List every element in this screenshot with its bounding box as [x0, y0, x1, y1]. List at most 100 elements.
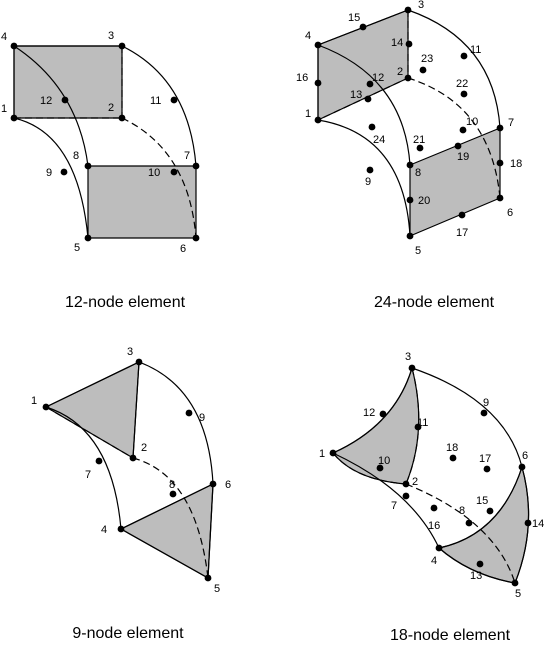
edge [332, 367, 413, 454]
node-label-p12-2: 2 [108, 102, 114, 114]
node-p24-14 [405, 40, 413, 48]
node-label-p12-1: 1 [1, 103, 7, 115]
node-label-p12-5: 5 [74, 242, 80, 254]
node-p18-12 [379, 410, 387, 418]
node-p18-14 [524, 519, 532, 527]
node-label-p24-18: 18 [510, 158, 522, 170]
node-label-p18-12: 12 [363, 407, 375, 419]
curved-edge [317, 119, 411, 237]
node-p18-18 [449, 454, 457, 462]
node-p24-5 [406, 232, 414, 240]
node-p24-1 [314, 116, 322, 124]
node-p12-9 [60, 168, 68, 176]
node-label-p24-9: 9 [365, 176, 371, 188]
node-label-p12-12: 12 [40, 95, 52, 107]
curved-edge [411, 367, 523, 468]
node-label-p9-3: 3 [127, 346, 133, 358]
node-label-p18-2: 2 [412, 476, 418, 488]
node-p12-10 [170, 168, 178, 176]
node-p24-2 [404, 74, 412, 82]
front-face-12 [13, 45, 123, 119]
node-p9-7 [95, 457, 103, 465]
node-p18-1 [329, 449, 337, 457]
node-p18-15 [486, 507, 494, 515]
node-p12-1 [10, 114, 18, 122]
node-label-p24-5: 5 [415, 245, 421, 257]
node-label-p12-6: 6 [180, 243, 186, 255]
node-p18-8 [465, 519, 473, 527]
curved-edge [138, 361, 214, 485]
node-label-p24-7: 7 [508, 117, 514, 129]
curved-edge [407, 9, 501, 129]
node-label-p12-4: 4 [1, 31, 7, 43]
node-label-p24-22: 22 [456, 78, 468, 90]
node-label-p18-8: 8 [459, 505, 465, 517]
node-label-p24-6: 6 [507, 207, 513, 219]
node-p18-7 [402, 492, 410, 500]
node-label-p24-23: 23 [421, 53, 433, 65]
node-label-p24-8: 8 [415, 167, 421, 179]
node-markers [10, 6, 532, 587]
node-label-p24-14: 14 [391, 37, 403, 49]
node-label-p24-21: 21 [413, 134, 425, 146]
node-label-p24-1: 1 [305, 108, 311, 120]
node-p18-5 [511, 579, 519, 587]
node-p12-5 [84, 234, 92, 242]
edge [438, 464, 530, 584]
node-label-p9-7: 7 [85, 469, 91, 481]
node-label-p9-9: 9 [199, 412, 205, 424]
hidden-curved-edge [132, 457, 209, 579]
node-p12-8 [84, 162, 92, 170]
node-p24-17 [458, 211, 466, 219]
node-label-p9-2: 2 [141, 442, 147, 454]
node-label-p9-4: 4 [101, 524, 107, 536]
node-p12-6 [192, 234, 200, 242]
node-label-p24-2: 2 [397, 66, 403, 78]
node-label-p24-19: 19 [457, 151, 469, 163]
node-label-p24-12: 12 [372, 72, 384, 84]
node-p24-24 [368, 123, 376, 131]
caption-12-node: 12-node element [65, 294, 186, 311]
node-label-p12-9: 9 [46, 167, 52, 179]
hidden-edge [45, 406, 134, 459]
node-label-p9-1: 1 [31, 395, 37, 407]
node-p9-4 [117, 525, 125, 533]
node-p24-9 [366, 166, 374, 174]
node-label-p12-11: 11 [150, 95, 161, 107]
node-label-p9-5: 5 [214, 583, 220, 595]
caption-9-node: 9-node element [72, 625, 184, 642]
node-label-p24-20: 20 [418, 195, 430, 207]
panel-12-node [13, 45, 197, 239]
curved-edge [121, 45, 197, 167]
node-p18-16 [430, 504, 438, 512]
caption-18-node: 18-node element [390, 627, 511, 644]
node-p9-3 [135, 358, 143, 366]
node-label-p18-16: 16 [428, 520, 440, 532]
node-label-p24-4: 4 [305, 30, 311, 42]
node-p24-8 [406, 161, 414, 169]
node-p24-6 [496, 194, 504, 202]
node-p9-5 [204, 574, 212, 582]
node-label-p18-11: 11 [417, 417, 428, 429]
node-label-p18-9: 9 [483, 397, 489, 409]
node-p24-7 [496, 124, 504, 132]
curved-edge [332, 452, 440, 549]
node-label-p24-3: 3 [418, 0, 424, 11]
node-p24-15 [359, 23, 367, 31]
node-p9-9 [185, 409, 193, 417]
node-p9-2 [129, 454, 137, 462]
node-label-p9-6: 6 [225, 479, 231, 491]
hidden-curved-edge [405, 483, 516, 584]
node-p18-9 [480, 409, 488, 417]
node-label-p18-15: 15 [476, 495, 488, 507]
hidden-edge [332, 452, 407, 485]
node-label-p24-17: 17 [456, 227, 468, 239]
back-face-9 [120, 483, 214, 579]
node-label-p18-7: 7 [391, 500, 397, 512]
node-p18-10 [376, 464, 384, 472]
node-p18-6 [518, 463, 526, 471]
node-label-p24-13: 13 [350, 89, 362, 101]
node-label-p18-6: 6 [522, 450, 528, 462]
node-label-p18-17: 17 [479, 453, 491, 465]
node-label-p9-8: 8 [169, 479, 175, 491]
